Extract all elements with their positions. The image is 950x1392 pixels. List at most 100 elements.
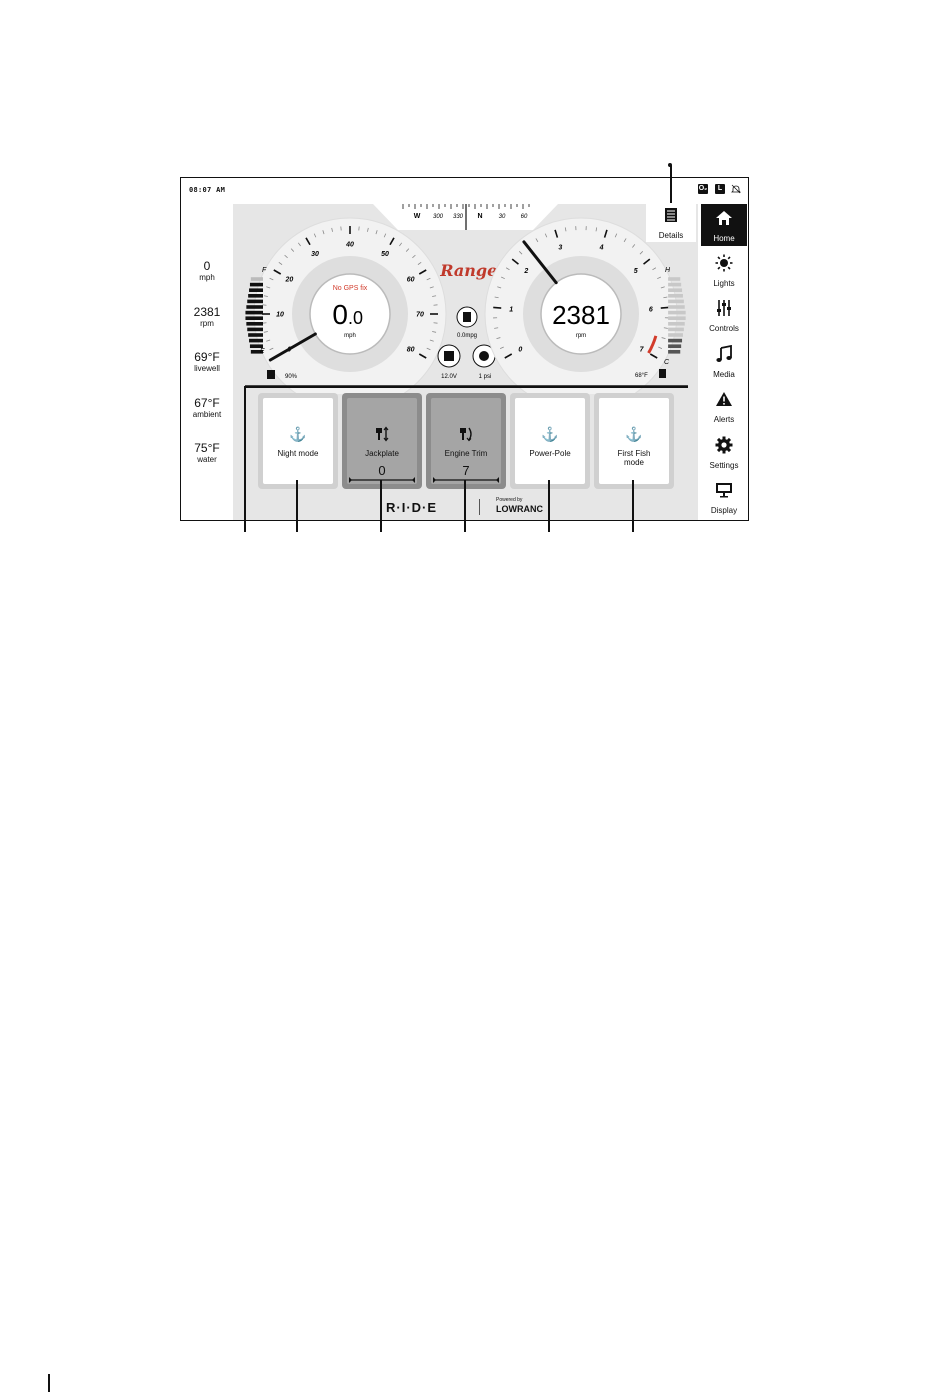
speed-tick [269,277,274,281]
compass-label: W [414,213,421,220]
stat-speed: 0 mph [181,259,233,283]
speed-tick [331,227,333,232]
music-note-icon [716,345,732,362]
rpm-tick [511,258,519,265]
gear-icon [715,436,733,454]
oil-pressure-value: 1 psi [479,374,492,380]
callout-line-details [670,165,672,203]
rpm-tick [595,227,598,232]
fuel-level-bar [246,305,263,309]
speed-tick [269,347,274,351]
rpm-tick [496,337,501,340]
fuel-level-bar [250,350,263,354]
rpm-tick [639,251,644,255]
mpg-value: 0.0mpg [457,333,477,339]
details-button[interactable]: Details [646,202,696,242]
speed-tick [367,227,369,232]
details-label: Details [658,231,684,240]
tile-night-mode[interactable]: ⚓ Night mode [258,393,338,489]
speed-tick [412,254,416,259]
nav-label: Alerts [713,415,735,424]
speed-tick-label: 30 [311,251,319,258]
nav-label: Media [713,370,735,379]
speed-tick-label: 20 [284,277,293,284]
rpm-tick-label: 0 [518,347,522,354]
nav-display[interactable]: Display [701,476,747,518]
tile-power-pole[interactable]: ⚓ Power-Pole [510,393,590,489]
tile-label: Engine Trim [444,449,488,458]
rpm-tick-label: 4 [599,245,604,252]
rpm-tick [632,244,636,248]
stat-value: 0 [203,259,211,273]
temp-level-bar [668,333,683,337]
speed-tick-label: 50 [381,251,389,258]
rpm-tick-label: 1 [509,306,513,313]
trim-range-bar [433,477,499,483]
callout-line-tile2 [380,480,382,532]
speed-tick [266,286,271,289]
rpm-tick-label: 2 [523,268,528,275]
engine-trim-icon [426,426,506,445]
nav-label: Settings [709,461,739,470]
bell-muted-icon [731,184,741,194]
nav-lights[interactable]: Lights [701,249,747,291]
logo-divider [479,499,480,515]
compass-label: 60 [521,214,528,220]
rpm-tick [500,276,505,280]
fuel-level-bar [245,316,263,320]
speed-tick [418,269,427,275]
temp-level-bar [668,344,682,348]
tile-jackplate[interactable]: Jackplate 0 [342,393,422,489]
right-nav: Home Lights Controls Media Alerts Settin… [698,204,748,520]
tile-value: 0 [378,463,386,478]
lowrance-logo: LOWRANC [496,504,543,514]
details-list-icon [665,208,677,222]
nav-settings[interactable]: Settings [701,431,747,473]
nav-controls[interactable]: Controls [701,294,747,336]
rpm-tick [494,327,499,329]
speed-tick [322,230,325,235]
rpm-tick [494,296,499,299]
rpm-value: 2381 [552,300,610,330]
powered-by-label: Powered by [496,497,523,503]
tile-engine-trim[interactable]: Engine Trim 7 [426,393,506,489]
compass-strip: W 300 330 N 30 60 [373,204,558,230]
temp-level-bar [668,327,684,332]
compass-label: 30 [499,214,506,220]
fuel-pump-icon [267,370,275,379]
tile-label: Jackplate [365,449,399,458]
nav-alerts[interactable]: Alerts [701,385,747,427]
speed-tick [273,269,282,275]
speed-tick [399,242,403,247]
temp-level-bar [668,277,681,281]
sun-icon [715,254,733,272]
fuel-level-bar [250,277,263,281]
temp-level-bar [668,305,685,309]
nav-media[interactable]: Media [701,340,747,382]
coolant-temp-icon [659,369,666,378]
speed-tick-label: 40 [345,242,354,249]
callout-line-tile5 [632,480,634,532]
gps-status: No GPS fix [333,285,368,292]
speed-tick [284,254,288,259]
fuel-full-label: F [262,267,267,274]
page-margin-mark [48,1374,50,1392]
speed-tick [263,295,268,297]
tile-value: 7 [462,463,470,478]
stat-unit: ambient [192,410,222,419]
speed-tick [429,339,434,342]
rpm-tick-label: 7 [640,347,645,354]
rpm-tick [649,353,658,359]
fuel-percent: 90% [285,374,298,380]
nav-home[interactable]: Home [701,204,747,246]
rpm-needle [522,240,558,285]
rpm-tick [505,267,510,271]
fuel-level-bar [249,282,263,287]
speed-tick [263,331,268,333]
speed-tick-label: 10 [276,312,284,319]
callout-line-tile3 [464,480,466,532]
tile-first-fish-mode[interactable]: ⚓ First Fish mode [594,393,674,489]
rpm-tick [663,327,668,329]
voltage-value: 12.0V [441,374,457,380]
